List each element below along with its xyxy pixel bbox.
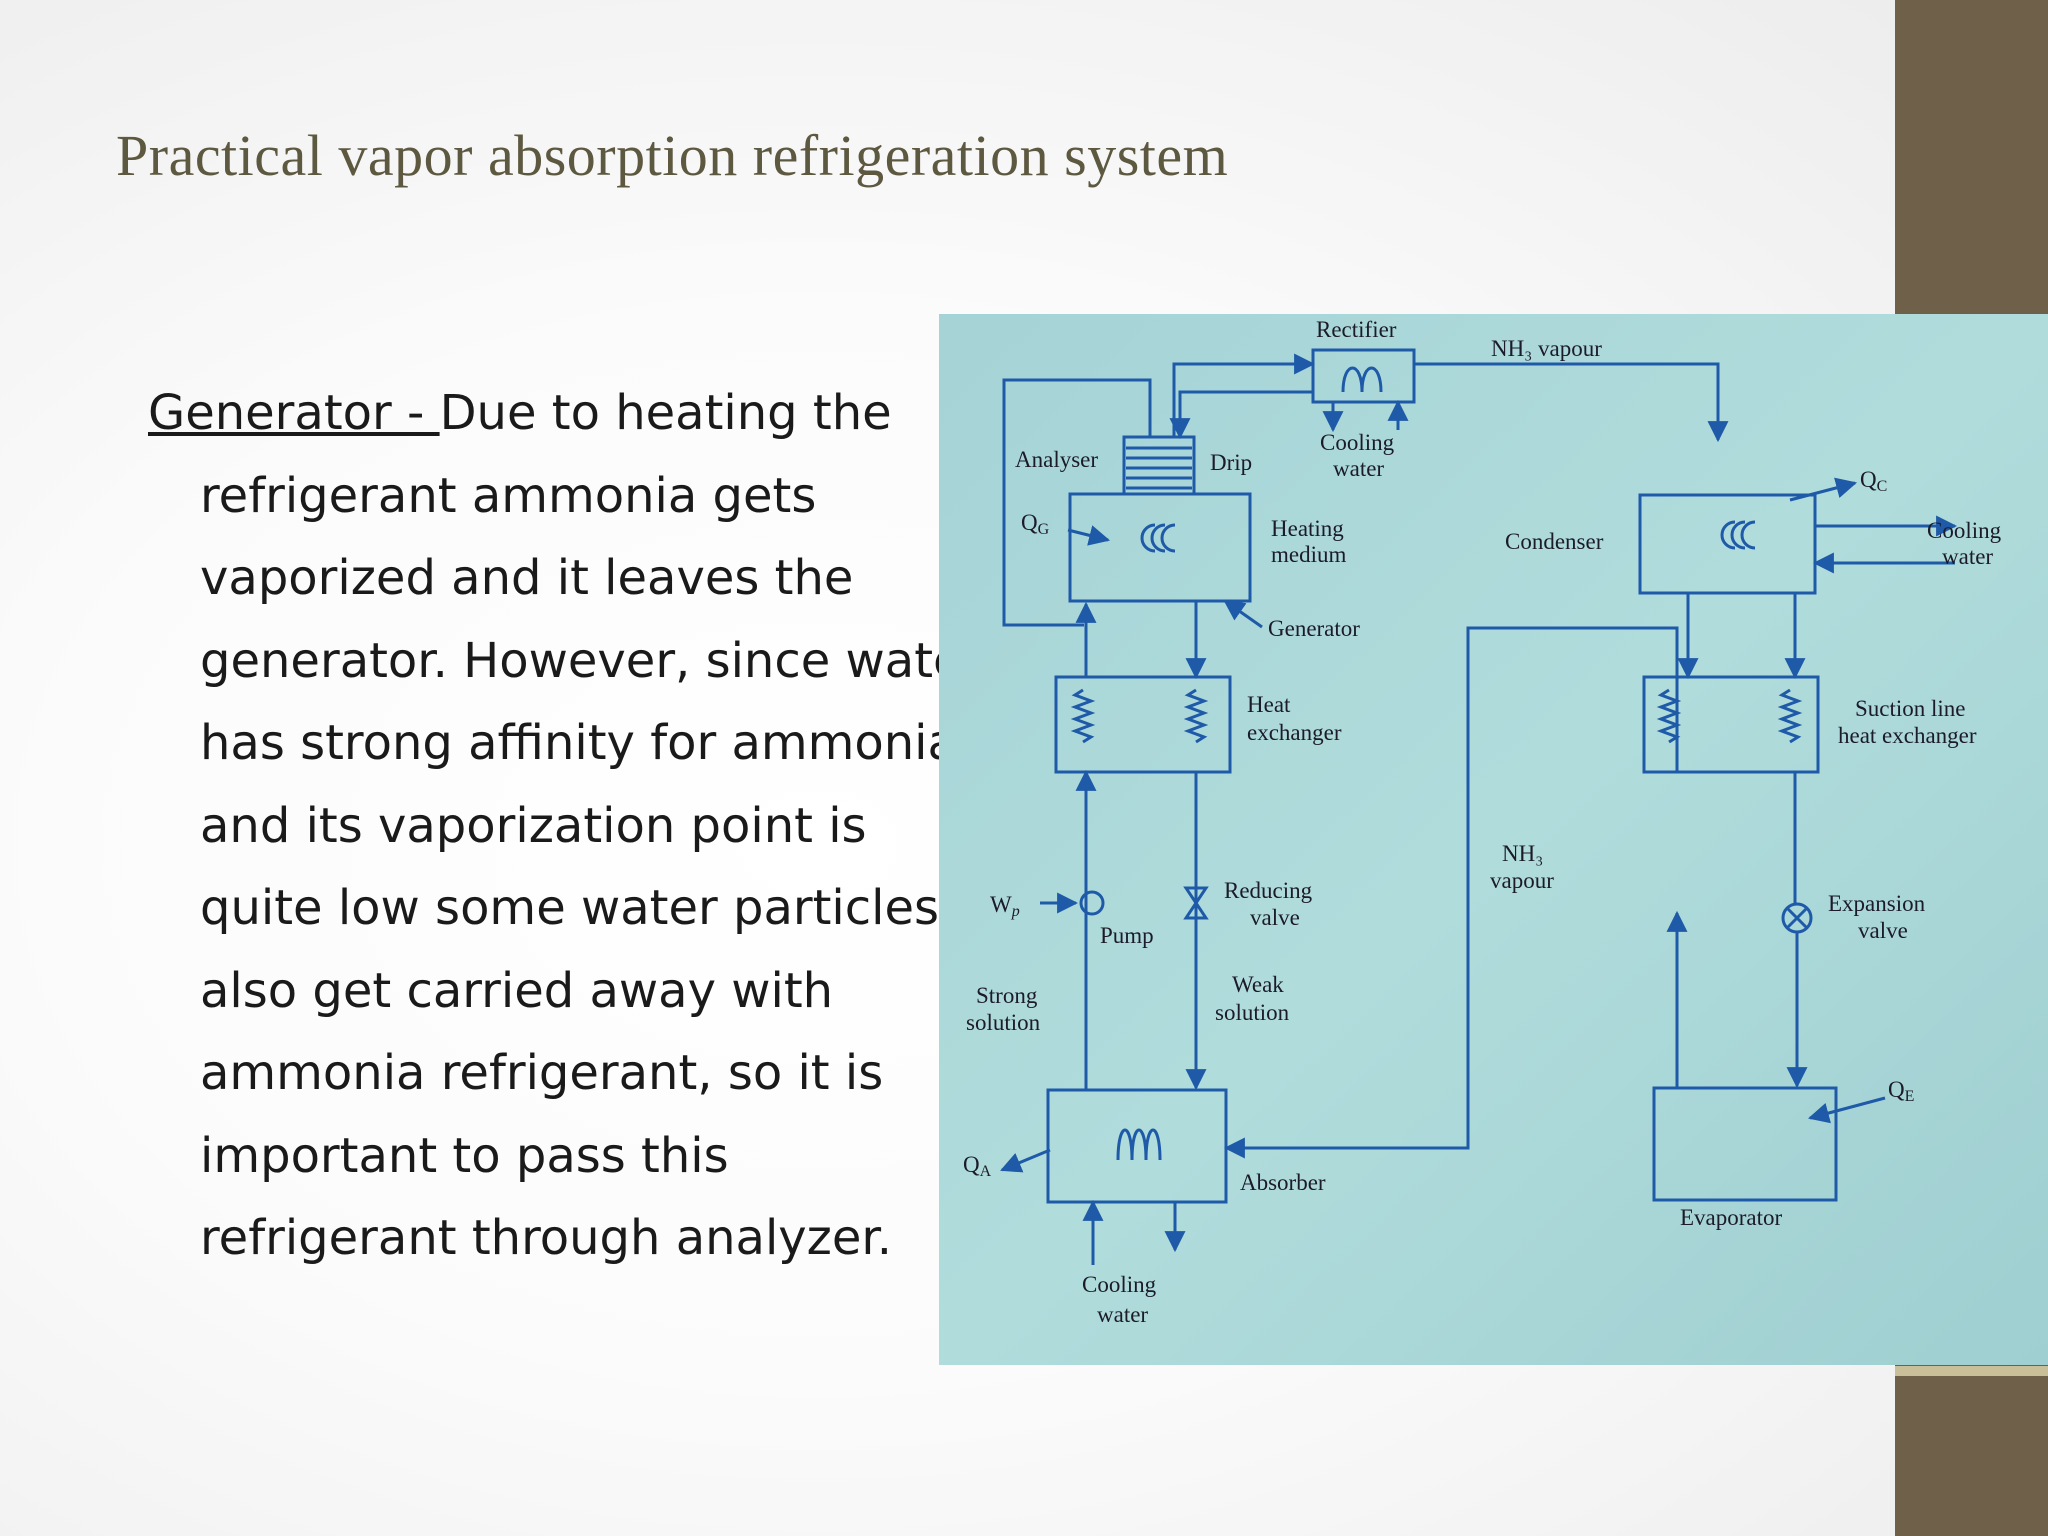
absorption-system-diagram: Rectifier NH₃ vapour Analyser Drip Cooli… [939, 314, 2048, 1365]
label-generator: Generator [1268, 616, 1360, 641]
slide-title: Practical vapor absorption refrigeration… [116, 123, 1229, 188]
label-heating-medium-2: medium [1271, 542, 1346, 567]
reducing-valve-icon [1183, 886, 1209, 920]
label-weak-solution-2: solution [1215, 1000, 1290, 1025]
diagram-paper [939, 314, 2048, 1365]
term-generator: Generator - [148, 385, 440, 441]
label-reducing-valve-2: valve [1250, 905, 1300, 930]
rectifier-coil-icon [1341, 366, 1383, 393]
label-expansion-valve-2: valve [1858, 918, 1908, 943]
label-rectifier: Rectifier [1316, 317, 1397, 342]
absorber-coil-icon [1116, 1128, 1162, 1161]
label-expansion-valve-1: Expansion [1828, 891, 1926, 916]
label-qc: QC [1860, 467, 1887, 495]
label-cooling-water-rectifier-1: Cooling [1320, 430, 1395, 455]
generator-coil-icon [1140, 523, 1176, 553]
paragraph-text: Due to heating the refrigerant ammonia g… [200, 385, 983, 1266]
suction-hx-coil-left-icon [1656, 688, 1682, 744]
label-absorber: Absorber [1240, 1170, 1326, 1195]
label-drip: Drip [1210, 450, 1252, 475]
generator-box [1068, 492, 1252, 603]
label-strong-solution-1: Strong [976, 983, 1038, 1008]
condenser-coil-icon [1720, 520, 1756, 550]
label-cooling-water-rectifier-2: water [1333, 456, 1384, 481]
label-heat-exchanger-1: Heat [1247, 692, 1291, 717]
side-decor-stripe [1895, 1366, 2048, 1376]
suction-hx-coil-right-icon [1777, 688, 1803, 744]
label-nh3-vapour-mid-1: NH₃ [1502, 841, 1543, 866]
label-pump: Pump [1100, 923, 1154, 948]
label-reducing-valve-1: Reducing [1224, 878, 1313, 903]
condenser-box [1638, 493, 1817, 595]
label-condenser: Condenser [1505, 529, 1604, 554]
label-suction-hx-2: heat exchanger [1838, 723, 1977, 748]
label-wp: Wp [990, 892, 1020, 920]
heat-exchanger-coil-left-icon [1070, 688, 1096, 744]
label-suction-hx-1: Suction line [1855, 696, 1966, 721]
label-analyser: Analyser [1015, 447, 1098, 472]
pump-icon [1079, 890, 1105, 916]
label-cooling-water-condenser-1: Cooling [1927, 518, 2002, 543]
evaporator-box [1652, 1086, 1838, 1202]
label-qg: QG [1021, 510, 1050, 538]
label-heating-medium-1: Heating [1271, 516, 1344, 541]
suction-hx-box [1642, 675, 1820, 774]
label-evaporator: Evaporator [1680, 1205, 1783, 1230]
label-cooling-water-absorber-1: Cooling [1082, 1272, 1157, 1297]
rectifier-box [1311, 348, 1416, 404]
label-weak-solution-1: Weak [1232, 972, 1284, 997]
label-strong-solution-2: solution [966, 1010, 1041, 1035]
heat-exchanger-coil-right-icon [1183, 688, 1209, 744]
label-nh3-vapour-mid-2: vapour [1490, 868, 1554, 893]
body-paragraph: Generator - Due to heating the refrigera… [148, 372, 990, 1280]
label-qe: QE [1888, 1077, 1914, 1105]
label-cooling-water-absorber-2: water [1097, 1302, 1148, 1327]
label-qa: QA [963, 1152, 992, 1180]
label-heat-exchanger-2: exchanger [1247, 720, 1342, 745]
label-cooling-water-condenser-2: water [1942, 544, 1993, 569]
label-nh3-vapour-top: NH₃ vapour [1491, 336, 1602, 361]
heat-exchanger-box [1054, 675, 1232, 774]
